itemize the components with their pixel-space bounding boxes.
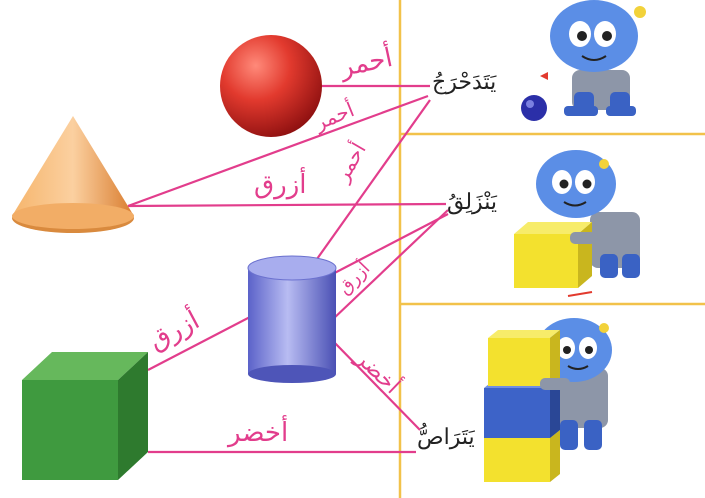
line-cone-roll (127, 94, 429, 208)
robot-rolling-ball-illustration (521, 0, 646, 121)
robot-stacking-blocks-illustration (484, 318, 612, 482)
label-cube-stack: أخضر (228, 418, 289, 448)
label-cone-slide: أزرق (254, 170, 307, 200)
red-sphere (220, 35, 322, 137)
line-cylinder-stack (331, 339, 421, 431)
robot-sliding-block-illustration (514, 150, 640, 297)
orange-cone (12, 116, 134, 233)
line-cylinder-slide (331, 209, 449, 321)
verb-slide: يَنْزَلِقُ (447, 190, 497, 215)
verb-stack: يَتَرَاصُّ (417, 425, 475, 450)
blue-cylinder (247, 255, 337, 383)
line-cone-slide (127, 202, 447, 208)
dividers (398, 0, 705, 498)
verb-roll: يَتَدَحْرَجُ (432, 70, 497, 95)
green-cube (22, 352, 148, 480)
line-cylinder-roll (311, 99, 431, 267)
